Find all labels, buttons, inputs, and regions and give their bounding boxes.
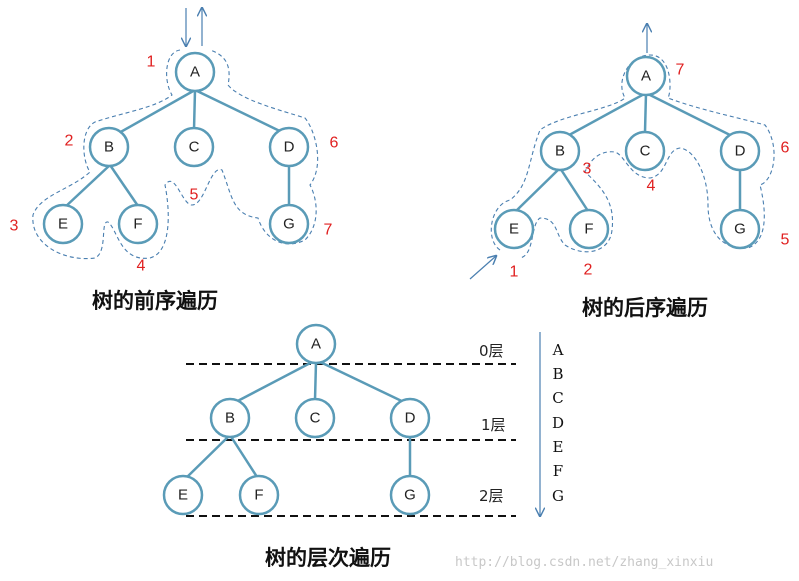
node-c: C: [173, 126, 215, 168]
node-e: E: [493, 208, 535, 250]
edge-a-d: [194, 88, 289, 137]
node-d: D: [719, 130, 761, 172]
edge-b-f: [108, 164, 140, 207]
node-c: C: [294, 397, 336, 439]
svg-text:F: F: [584, 221, 593, 238]
edge-a-c: [313, 361, 318, 401]
svg-text:D: D: [735, 143, 746, 160]
edge-b-e: [63, 164, 111, 209]
svg-text:G: G: [283, 216, 295, 233]
edge-a-b: [559, 91, 647, 142]
edge-b-f: [558, 167, 590, 212]
node-g: G: [719, 208, 761, 250]
svg-text:A: A: [190, 64, 200, 81]
visit-number: 2: [65, 133, 74, 150]
edge-b-e: [183, 434, 231, 481]
edge-a-c: [643, 92, 648, 133]
sequence-letter: B: [552, 365, 563, 383]
visit-number: 3: [10, 218, 19, 235]
svg-text:F: F: [254, 487, 263, 504]
edge-b-e: [515, 167, 561, 212]
levelorder-tree: A B C D E F G 0层 1层 2层 A B C D E F G 树的层…: [162, 323, 564, 570]
sequence-letter: C: [552, 389, 563, 407]
svg-text:B: B: [225, 410, 235, 427]
enter-arrow: [469, 256, 496, 280]
preorder-caption: 树的前序遍历: [92, 289, 218, 313]
node-a: A: [625, 55, 667, 97]
svg-text:C: C: [310, 410, 321, 427]
postorder-traversal-path: [490, 54, 775, 259]
visit-number: 4: [647, 178, 656, 195]
node-e: E: [162, 474, 204, 516]
svg-text:E: E: [509, 221, 519, 238]
edge-a-d: [315, 358, 411, 407]
visit-number: 4: [137, 258, 146, 275]
levelorder-caption: 树的层次遍历: [265, 546, 391, 570]
svg-text:B: B: [104, 139, 114, 156]
visit-number: 5: [781, 232, 790, 249]
preorder-tree: A B C D E F G 1 2 3 4 5 6 7 树的前序遍历: [10, 8, 339, 313]
sequence-letter: A: [552, 341, 564, 359]
postorder-caption: 树的后序遍历: [582, 296, 708, 320]
visit-number: 3: [583, 161, 592, 178]
svg-text:D: D: [405, 410, 416, 427]
svg-text:G: G: [734, 221, 746, 238]
svg-text:C: C: [640, 143, 651, 160]
postorder-tree: A B C D E F G 1 2 3 4 5 6 7 树的后序遍历: [469, 24, 790, 320]
visit-number: 2: [584, 262, 593, 279]
preorder-traversal-path: [32, 49, 319, 260]
node-g: G: [268, 203, 310, 245]
svg-text:D: D: [284, 139, 295, 156]
visit-number: 7: [676, 62, 685, 79]
visit-number: 5: [190, 187, 199, 204]
edge-a-b: [229, 358, 317, 407]
svg-text:B: B: [555, 143, 565, 160]
node-b: B: [539, 130, 581, 172]
node-a: A: [174, 51, 216, 93]
node-a: A: [295, 323, 337, 365]
svg-text:A: A: [311, 336, 321, 353]
svg-text:A: A: [641, 68, 651, 85]
node-c: C: [624, 130, 666, 172]
visit-number: 6: [781, 140, 790, 157]
node-e: E: [42, 203, 84, 245]
svg-text:G: G: [404, 487, 416, 504]
edge-b-f: [228, 434, 261, 481]
svg-text:E: E: [178, 487, 188, 504]
sequence-letter: D: [552, 414, 564, 432]
edge-a-c: [192, 89, 197, 131]
node-f: F: [117, 203, 159, 245]
level-label: 0层: [479, 342, 504, 360]
edge-a-b: [109, 88, 196, 140]
node-b: B: [209, 397, 251, 439]
sequence-letter: E: [553, 438, 564, 456]
level-label: 2层: [479, 487, 504, 505]
level-label: 1层: [481, 416, 506, 434]
watermark: http://blog.csdn.net/zhang_xinxiu: [455, 555, 713, 570]
sequence-letter: F: [553, 462, 563, 480]
svg-text:F: F: [133, 216, 142, 233]
svg-text:C: C: [189, 139, 200, 156]
node-f: F: [568, 208, 610, 250]
node-b: B: [88, 126, 130, 168]
visit-number: 1: [510, 264, 519, 281]
node-g: G: [389, 474, 431, 516]
node-d: D: [389, 397, 431, 439]
svg-text:E: E: [58, 216, 68, 233]
visit-number: 1: [147, 54, 156, 71]
edge-a-d: [645, 91, 741, 142]
visit-number: 7: [324, 222, 333, 239]
visit-number: 6: [330, 135, 339, 152]
node-f: F: [238, 474, 280, 516]
sequence-letter: G: [552, 487, 564, 505]
node-d: D: [268, 126, 310, 168]
